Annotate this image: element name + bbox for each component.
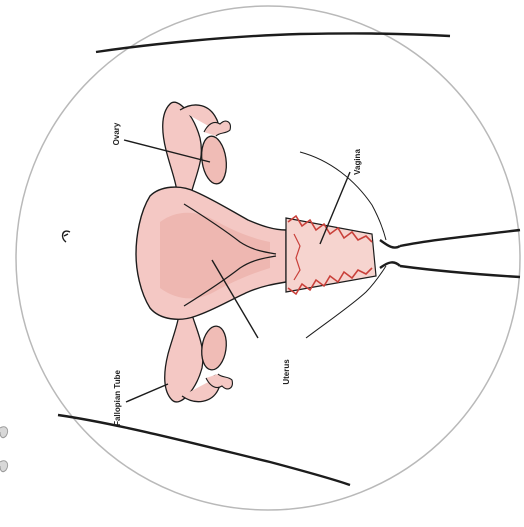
fallopian-tube-label: Fallopian Tube [113, 370, 122, 426]
edge-mark-bottom [0, 461, 8, 472]
edge-mark-top [0, 427, 8, 438]
uterus-label: Uterus [282, 359, 291, 385]
vagina-label: Vagina [353, 149, 362, 175]
ovary-label: Ovary [112, 122, 121, 145]
